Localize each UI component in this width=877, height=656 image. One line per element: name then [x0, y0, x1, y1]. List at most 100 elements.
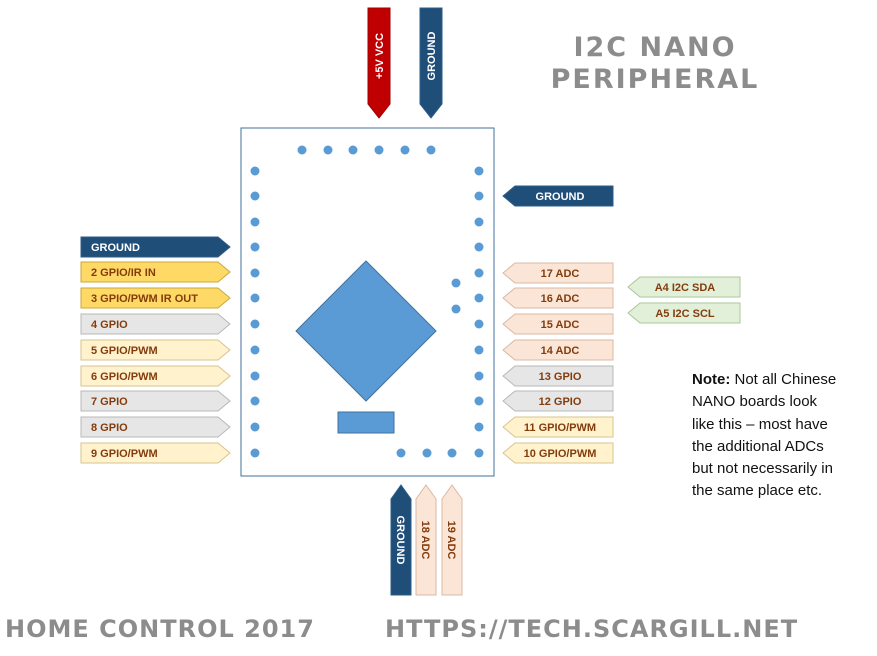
pin-label-text: 17 ADC [541, 268, 580, 280]
pin-label-text: A4 I2C SDA [655, 282, 716, 294]
pin-hole [374, 145, 384, 155]
pin-hole [396, 448, 406, 458]
right-pin-label: GROUND [502, 185, 614, 207]
pin-label-text: 4 GPIO [91, 319, 128, 331]
pin-hole [400, 145, 410, 155]
right-pin-label: 10 GPIO/PWM [502, 442, 614, 464]
left-pin-label: GROUND [80, 236, 231, 258]
pin-hole [250, 268, 260, 278]
pin-label-arrow [627, 276, 741, 298]
i2c-pin-label: A5 I2C SCL [627, 302, 741, 324]
pin-hole [474, 242, 484, 252]
i2c-pin-label: A4 I2C SDA [627, 276, 741, 298]
pin-label-text: 14 ADC [541, 345, 580, 357]
right-pin-label: 17 ADC [502, 262, 614, 284]
pin-hole [297, 145, 307, 155]
pin-label-text: 6 GPIO/PWM [91, 371, 158, 383]
right-pin-label: 14 ADC [502, 339, 614, 361]
pin-label-arrow [80, 442, 231, 464]
board-component [337, 411, 395, 434]
pin-label-arrow [502, 313, 614, 335]
pin-label-text: 18 ADC [419, 521, 431, 560]
pin-hole [250, 217, 260, 227]
pin-label-arrow [502, 442, 614, 464]
pin-hole [474, 319, 484, 329]
pin-label-arrow [502, 390, 614, 412]
pin-hole [426, 145, 436, 155]
pin-label-arrow [502, 185, 614, 207]
pin-label-arrow [80, 313, 231, 335]
note-text: Note: Not all Chinese NANO boards look l… [692, 369, 842, 503]
pin-label-text: 3 GPIO/PWM IR OUT [91, 293, 198, 305]
pin-hole [250, 191, 260, 201]
pin-hole [250, 422, 260, 432]
pin-hole [451, 278, 461, 288]
pin-hole [250, 396, 260, 406]
pin-hole [348, 145, 358, 155]
pin-label-arrow [80, 236, 231, 258]
pin-label-arrow [502, 262, 614, 284]
pin-label-text: 19 ADC [445, 521, 457, 560]
pin-label-text: 15 ADC [541, 319, 580, 331]
left-pin-label: 3 GPIO/PWM IR OUT [80, 287, 231, 309]
pin-label-text: 16 ADC [541, 293, 580, 305]
pin-hole [474, 268, 484, 278]
bottom-pin-label: GROUND [390, 484, 412, 596]
pin-hole [422, 448, 432, 458]
pin-label-arrow [627, 302, 741, 324]
pin-label-text: 8 GPIO [91, 422, 128, 434]
pin-hole [447, 448, 457, 458]
pin-label-text: 7 GPIO [91, 396, 128, 408]
pin-hole [474, 371, 484, 381]
top-pin-label: GROUND [419, 7, 443, 119]
pin-hole [474, 293, 484, 303]
pin-label-arrow [419, 7, 443, 119]
bottom-pin-label: 19 ADC [441, 484, 463, 596]
pin-hole [250, 242, 260, 252]
pin-label-arrow [367, 7, 391, 119]
pin-hole [474, 345, 484, 355]
pin-label-arrow [80, 390, 231, 412]
pin-label-arrow [502, 416, 614, 438]
footer-url: HTTPS://TECH.SCARGILL.NET [385, 615, 799, 643]
pin-label-text: 2 GPIO/IR IN [91, 267, 156, 279]
pin-label-text: GROUND [536, 191, 585, 203]
note-body: Not all Chinese NANO boards look like th… [692, 371, 837, 500]
pin-label-text: +5V VCC [374, 33, 386, 79]
title-line-2: PERIPHERAL [550, 64, 760, 95]
pin-label-text: 11 GPIO/PWM [524, 422, 596, 434]
pin-hole [474, 448, 484, 458]
pin-label-arrow [441, 484, 463, 596]
pin-label-text: GROUND [91, 242, 140, 254]
left-pin-label: 4 GPIO [80, 313, 231, 335]
pin-label-text: 12 GPIO [539, 396, 582, 408]
pin-hole [250, 293, 260, 303]
bottom-pin-label: 18 ADC [415, 484, 437, 596]
pin-hole [474, 422, 484, 432]
pin-label-arrow [502, 287, 614, 309]
pin-label-arrow [80, 339, 231, 361]
pin-label-text: A5 I2C SCL [655, 308, 715, 320]
top-pin-label: +5V VCC [367, 7, 391, 119]
pin-hole [474, 166, 484, 176]
note-label: Note: [692, 371, 731, 388]
pin-label-arrow [80, 261, 231, 283]
pin-hole [250, 166, 260, 176]
left-pin-label: 9 GPIO/PWM [80, 442, 231, 464]
pin-hole [250, 319, 260, 329]
pin-label-arrow [502, 339, 614, 361]
right-pin-label: 12 GPIO [502, 390, 614, 412]
right-pin-label: 11 GPIO/PWM [502, 416, 614, 438]
pin-hole [323, 145, 333, 155]
title-line-1: I2C NANO [573, 32, 737, 63]
pin-hole [474, 191, 484, 201]
pin-label-text: 9 GPIO/PWM [91, 448, 158, 460]
pin-label-text: 5 GPIO/PWM [91, 345, 158, 357]
left-pin-label: 2 GPIO/IR IN [80, 261, 231, 283]
left-pin-label: 6 GPIO/PWM [80, 365, 231, 387]
right-pin-label: 16 ADC [502, 287, 614, 309]
pin-hole [474, 217, 484, 227]
pin-label-text: 10 GPIO/PWM [524, 448, 597, 460]
pin-label-arrow [80, 365, 231, 387]
